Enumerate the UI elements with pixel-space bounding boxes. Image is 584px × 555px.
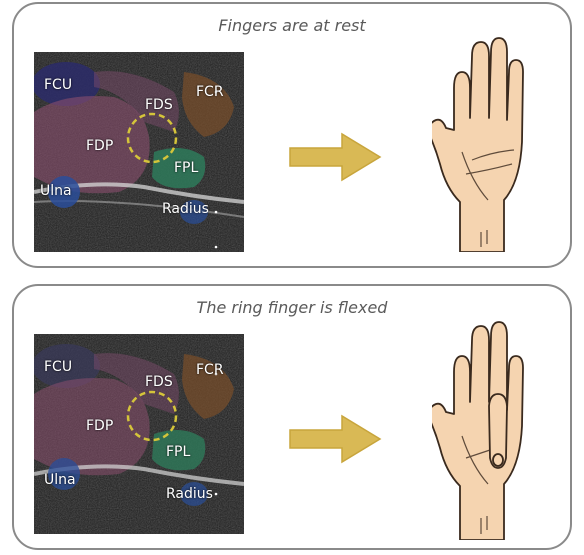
- label-fcu: FCU: [44, 77, 72, 93]
- hand-ring-flexed-icon: [432, 310, 532, 540]
- ultrasound-image: FCU FDS FCR FDP FPL Ulna Radius: [34, 52, 244, 252]
- label-fcr: FCR: [196, 362, 224, 378]
- right-arrow-icon: [288, 412, 384, 466]
- ultrasound-image: FCU FDS FCR FDP FPL Ulna Radius: [34, 334, 244, 534]
- right-arrow-icon: [288, 130, 384, 184]
- label-fpl: FPL: [166, 444, 190, 460]
- label-fcr: FCR: [196, 84, 224, 100]
- label-fdp: FDP: [86, 418, 113, 434]
- open-hand-icon: [432, 32, 532, 252]
- label-radius: Radius: [162, 201, 209, 217]
- label-ulna: Ulna: [44, 472, 76, 488]
- label-fpl: FPL: [174, 160, 198, 176]
- label-fcu: FCU: [44, 359, 72, 375]
- label-fds: FDS: [145, 374, 173, 390]
- panel-ring-flexed: The ring finger is flexed FCU FDS FCR FD…: [12, 284, 572, 550]
- label-fds: FDS: [145, 97, 173, 113]
- label-radius: Radius: [166, 486, 213, 502]
- label-fdp: FDP: [86, 138, 113, 154]
- panel-rest: Fingers are at rest F: [12, 2, 572, 268]
- label-ulna: Ulna: [40, 183, 72, 199]
